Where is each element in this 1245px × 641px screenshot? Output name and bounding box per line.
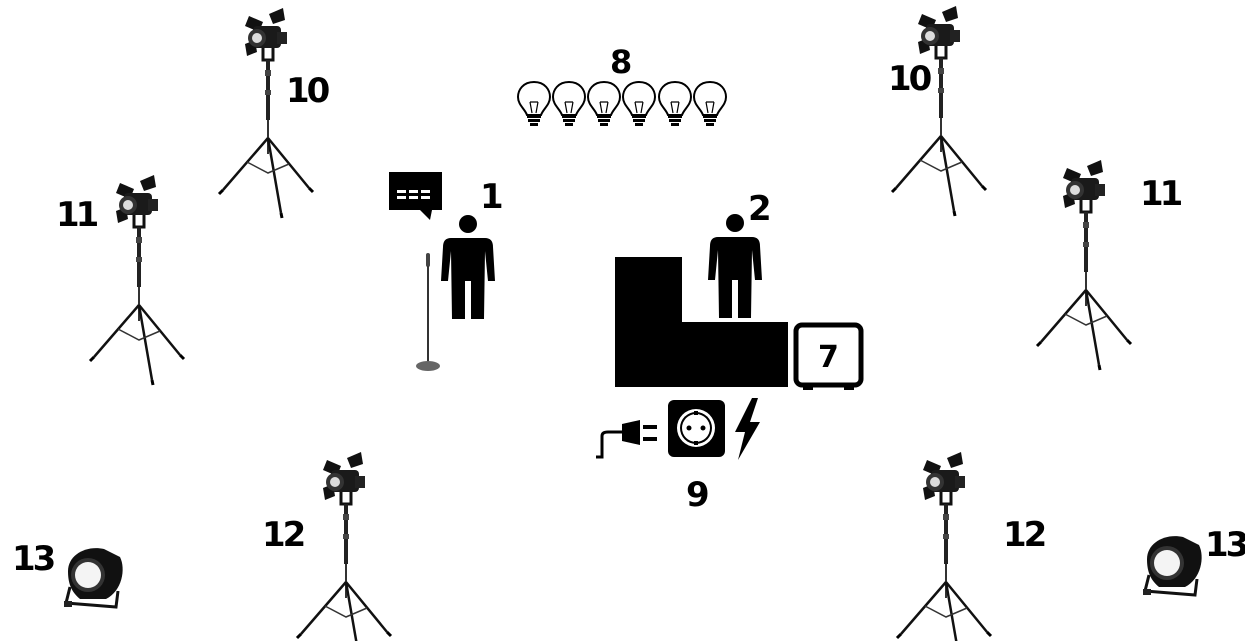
power-socket-icon — [668, 400, 725, 457]
par-can-icon — [1143, 536, 1202, 595]
fresnel-light-stand-icon — [1037, 160, 1131, 370]
label-performer: 2 — [748, 189, 772, 229]
label-lights-bottom-right: 12 — [1003, 515, 1045, 555]
label-par-right: 13 — [1205, 525, 1245, 565]
fresnel-light-stand-icon — [219, 8, 313, 218]
label-monitor: 7 — [818, 340, 839, 375]
speech-bubble-icon — [389, 172, 442, 220]
label-lights-mid-right: 11 — [1140, 174, 1182, 214]
label-bulbs: 8 — [610, 43, 632, 81]
label-lights-mid-left: 11 — [56, 195, 98, 235]
person-icon-speaker — [441, 215, 495, 319]
person-icon-performer — [708, 214, 762, 318]
label-lights-bottom-left: 12 — [262, 515, 304, 555]
label-lights-top-left: 10 — [286, 71, 330, 111]
light-bulb-icon — [588, 82, 620, 126]
bulb-row — [518, 82, 726, 126]
label-par-left: 13 — [12, 539, 54, 579]
lightning-icon — [735, 398, 760, 460]
label-power: 9 — [686, 475, 710, 515]
power-plug-icon — [596, 420, 657, 457]
light-bulb-icon — [518, 82, 550, 126]
light-bulb-icon — [623, 82, 655, 126]
microphone-stand-icon — [416, 253, 440, 371]
light-bulb-icon — [694, 82, 726, 126]
par-can-icon — [64, 548, 123, 607]
fresnel-light-stand-icon — [897, 452, 991, 641]
fresnel-light-stand-icon — [297, 452, 391, 641]
label-speaker: 1 — [480, 177, 504, 217]
fresnel-light-stand-icon — [892, 6, 986, 216]
light-bulb-icon — [553, 82, 585, 126]
label-lights-top-right: 10 — [888, 59, 932, 99]
fresnel-light-stand-icon — [90, 175, 184, 385]
stage-riser-icon — [615, 257, 788, 387]
light-bulb-icon — [659, 82, 691, 126]
